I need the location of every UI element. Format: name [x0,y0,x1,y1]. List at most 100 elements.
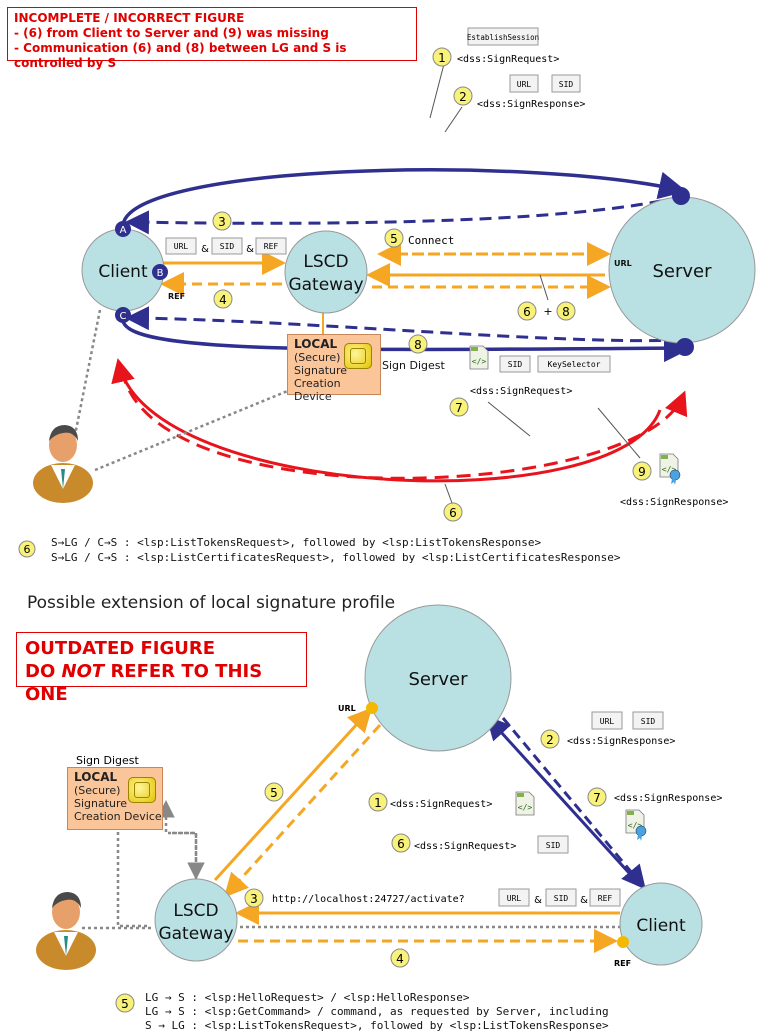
flow-server-to-gateway-dashed [223,723,382,898]
step-number: 6 [397,837,405,851]
tag-establish-session: EstablishSession [467,27,539,46]
step-number: 1 [374,796,382,810]
tag-text: SID [546,841,561,850]
warning-title: INCOMPLETE / INCORRECT FIGURE [14,11,245,25]
warning-emphasis: NOT [61,661,105,682]
pointer-line [429,63,445,119]
card-line: Creation Device [294,377,341,403]
amp: & [201,244,209,255]
step-marker-7: 7 [587,787,607,807]
client-node [619,882,703,966]
tag-text: REF [264,242,279,251]
tag-text: SID [559,80,574,89]
pointer-line [539,274,549,301]
step-number: 5 [390,232,398,246]
step-marker-7: 7 [449,397,469,417]
signed-document-icon [660,454,680,485]
note-line: LG → S : <lsp:GetCommand> / command, as … [145,1005,609,1018]
gateway-label: LSCD [303,252,348,272]
server-url-port [366,702,378,714]
plus-label: + [543,305,552,318]
server-node [364,604,512,752]
tag-text: KeySelector [548,360,601,369]
pointer-line [444,106,463,133]
gateway-node [284,230,368,314]
tag-ref: REF [589,888,621,907]
tag-url: URL [591,711,623,730]
flow-gateway-to-server [213,707,373,882]
section-heading: Possible extension of local signature pr… [27,593,396,613]
warning-box-outdated: OUTDATED FIGURE DO NOT REFER TO THIS ONE [16,632,307,705]
flow-server-to-a-dashed [125,195,681,235]
step-number: 2 [546,733,554,747]
smartcard-chip-icon [344,343,372,369]
note-line: S → LG : <lsp:ListTokensRequest>, follow… [145,1019,609,1032]
tag-sid: SID [545,888,577,907]
bottom-diagram: Server LSCD Gateway Client URL REF Sign … [36,604,722,970]
warning-line: OUTDATED FIGURE [25,638,215,659]
flow-client-to-server [485,715,642,887]
step-number: 3 [218,215,226,229]
tag-text: URL [600,717,615,726]
user-avatar-icon [33,425,93,503]
step-number: 5 [270,786,278,800]
amp: & [246,244,254,255]
step-marker-2: 2 [453,86,473,106]
flow-a-to-server [121,168,687,226]
sign-digest-label: Sign Digest [382,359,445,372]
step-marker-2: 2 [540,729,560,749]
local-signature-device-card: LOCAL (Secure) Signature Creation Device [287,334,381,403]
server-port-bottom [676,338,694,356]
server-label: Server [408,669,468,690]
card-link [157,800,198,880]
step-number: 5 [121,997,129,1011]
url-label: URL [614,259,632,268]
tag-keyselector: KeySelector [537,355,611,373]
sign-response-label: <dss:SignResponse> [477,99,585,110]
gateway-label: Gateway [288,275,363,295]
sign-request-label: <dss:SignRequest> [470,386,572,397]
port-c [115,307,131,323]
step-number: 6 [24,543,31,556]
step-marker-6: 6 [391,833,411,853]
port-label: B [157,268,164,279]
card-title: LOCAL [294,337,338,351]
person-link [70,309,102,451]
tag-text: SID [220,242,235,251]
step-marker-8: 8 [556,301,576,321]
step-marker-6: 6 [18,540,36,558]
step-marker-6: 6 [517,301,537,321]
warning-text: REFER TO THIS ONE [25,661,263,705]
tag-sid: SID [499,355,531,373]
step-marker-5: 5 [264,782,284,802]
client-label: Client [98,262,148,282]
pointer-line [487,401,531,437]
step-number: 4 [396,952,404,966]
card-line: (Secure) [74,784,121,797]
xml-document-icon [469,345,489,370]
step-marker-4: 4 [390,948,410,968]
warning-line: DO NOT REFER TO THIS ONE [25,660,306,706]
sign-response-label: <dss:SignResponse> [567,736,675,747]
flow-server-to-c-dashed [125,306,681,343]
client-ref-port [617,936,629,948]
step-marker-1: 1 [368,792,388,812]
card-line: Signature [294,364,348,377]
sign-digest-label: Sign Digest [76,754,139,767]
tag-text: SID [641,717,656,726]
user-avatar-icon [36,892,96,970]
warning-text: DO [25,661,62,682]
port-label: C [120,311,127,322]
warning-box-incomplete: INCOMPLETE / INCORRECT FIGURE - (6) from… [7,7,417,70]
tag-url: URL [498,888,530,907]
sign-request-label: <dss:SignRequest> [457,54,559,65]
gateway-node [154,878,238,962]
step-marker-4: 4 [213,289,233,309]
tag-sid: SID [551,74,581,93]
server-port-top [672,187,690,205]
tag-url: URL [165,237,197,255]
step-number: 9 [638,465,646,479]
step-marker-5: 5 [115,993,135,1013]
sign-request-label: <dss:SignRequest> [390,799,492,810]
